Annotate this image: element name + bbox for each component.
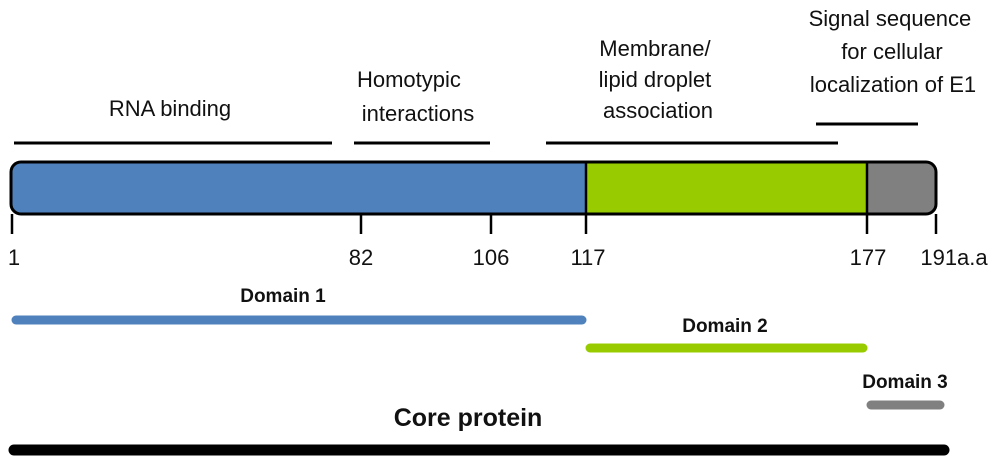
position-axis: 1 82 106 117 177 191a.a bbox=[8, 214, 988, 270]
position-label-82: 82 bbox=[349, 245, 373, 270]
region-membrane-association-label: Membrane/ lipid droplet association bbox=[599, 36, 718, 123]
protein-segment-domain-3 bbox=[867, 162, 936, 214]
position-label-117: 117 bbox=[570, 245, 605, 270]
position-label-177: 177 bbox=[850, 245, 887, 270]
region-rna-binding-label: RNA binding bbox=[109, 96, 231, 121]
core-protein: Core protein bbox=[8, 404, 950, 456]
region-homotypic-interactions-label: Homotypic interactions bbox=[357, 67, 474, 126]
core-protein-label: Core protein bbox=[394, 404, 543, 432]
domain-3-label: Domain 3 bbox=[862, 372, 948, 393]
region-signal-sequence-label: Signal sequence for cellular localizatio… bbox=[809, 6, 978, 97]
protein-bar bbox=[9, 160, 938, 216]
protein-segment-domain-1 bbox=[12, 162, 586, 214]
domain-1-label: Domain 1 bbox=[240, 286, 326, 307]
position-label-106: 106 bbox=[473, 245, 510, 270]
functional-regions: RNA binding Homotypic interactions Membr… bbox=[14, 6, 978, 145]
domain-2-label: Domain 2 bbox=[682, 316, 768, 337]
position-label-191: 191a.a bbox=[920, 245, 988, 270]
protein-segment-domain-2 bbox=[586, 162, 867, 214]
protein-bar-outline bbox=[9, 160, 938, 216]
domain-bars: Domain 1 Domain 2 Domain 3 bbox=[11, 286, 948, 410]
position-label-1: 1 bbox=[8, 245, 20, 270]
